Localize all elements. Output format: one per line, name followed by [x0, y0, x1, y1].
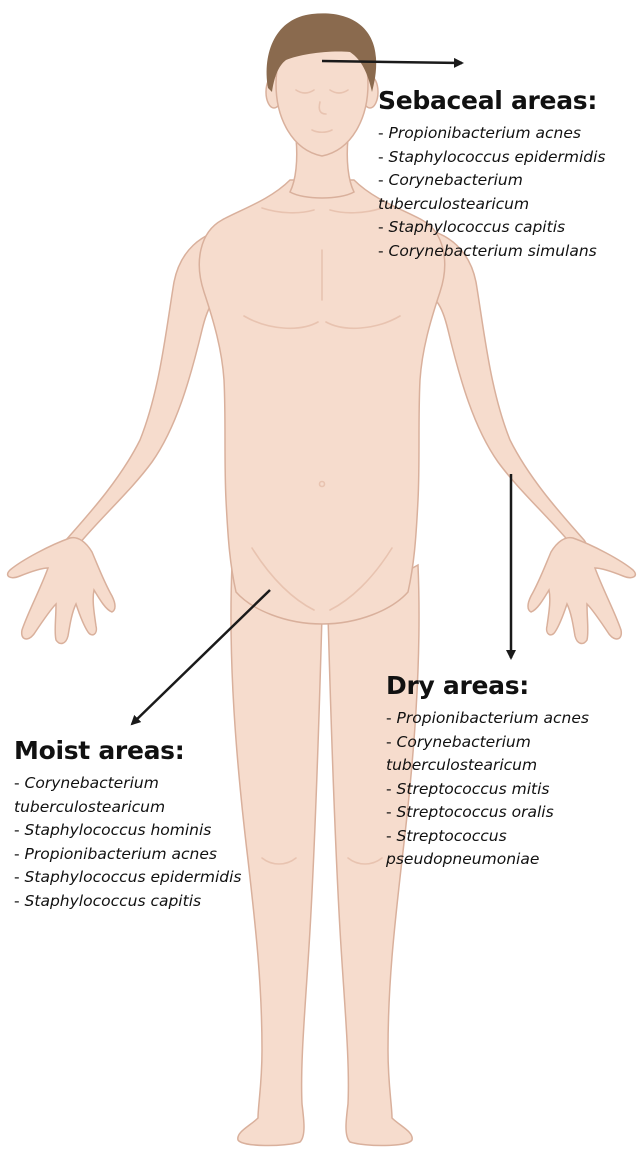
- species-name: Staphylococcus capitis: [25, 892, 202, 910]
- bullet-dash: -: [14, 845, 25, 863]
- species-item: - Streptococcus mitis: [386, 778, 589, 802]
- species-name: Propionibacterium acnes: [389, 124, 581, 142]
- bullet-dash: -: [378, 171, 389, 189]
- species-name: Propionibacterium acnes: [25, 845, 217, 863]
- species-name: Staphylococcus capitis: [389, 218, 566, 236]
- species-name: Streptococcus oralis: [397, 803, 554, 821]
- species-item: tuberculostearicum: [386, 754, 589, 778]
- species-name: Streptococcus: [397, 827, 507, 845]
- species-name: Corynebacterium simulans: [389, 242, 597, 260]
- species-name: Propionibacterium acnes: [397, 709, 589, 727]
- species-item: - Staphylococcus epidermidis: [378, 146, 606, 170]
- bullet-dash: -: [386, 780, 397, 798]
- bullet-dash: -: [378, 148, 389, 166]
- bullet-dash: -: [386, 827, 397, 845]
- species-item: - Corynebacterium: [386, 731, 589, 755]
- bullet-dash: -: [14, 774, 25, 792]
- species-item: - Staphylococcus capitis: [378, 216, 606, 240]
- species-name: Streptococcus mitis: [397, 780, 550, 798]
- dry-areas-block: Dry areas: - Propionibacterium acnes- Co…: [386, 671, 589, 872]
- species-item: - Corynebacterium: [14, 772, 242, 796]
- species-item: - Propionibacterium acnes: [14, 843, 242, 867]
- sebaceal-species-list: - Propionibacterium acnes- Staphylococcu…: [378, 122, 606, 263]
- species-name: Staphylococcus epidermidis: [25, 868, 242, 886]
- species-item: - Corynebacterium simulans: [378, 240, 606, 264]
- species-item: - Streptococcus oralis: [386, 801, 589, 825]
- species-item: - Streptococcus: [386, 825, 589, 849]
- left-hand: [8, 538, 115, 644]
- species-name: tuberculostearicum: [378, 195, 529, 213]
- species-name: tuberculostearicum: [386, 756, 537, 774]
- dry-areas-title: Dry areas:: [386, 671, 589, 701]
- dry-species-list: - Propionibacterium acnes- Corynebacteri…: [386, 707, 589, 872]
- moist-species-list: - Corynebacterium tuberculostearicum - Sta…: [14, 772, 242, 913]
- species-name: pseudopneumoniae: [386, 850, 539, 868]
- species-item: tuberculostearicum: [14, 796, 242, 820]
- bullet-dash: -: [14, 868, 25, 886]
- species-name: Staphylococcus hominis: [25, 821, 212, 839]
- species-item: - Corynebacterium: [378, 169, 606, 193]
- species-name: Corynebacterium: [397, 733, 531, 751]
- species-name: tuberculostearicum: [14, 798, 165, 816]
- species-item: - Staphylococcus capitis: [14, 890, 242, 914]
- sebaceal-areas-title: Sebaceal areas:: [378, 86, 606, 116]
- bullet-dash: -: [14, 821, 25, 839]
- species-item: - Staphylococcus epidermidis: [14, 866, 242, 890]
- species-name: Corynebacterium: [389, 171, 523, 189]
- moist-areas-title: Moist areas:: [14, 736, 242, 766]
- left-leg: [231, 565, 322, 1146]
- moist-areas-block: Moist areas: - Corynebacterium tuberculos…: [14, 736, 242, 913]
- bullet-dash: -: [386, 733, 397, 751]
- species-item: - Propionibacterium acnes: [386, 707, 589, 731]
- bullet-dash: -: [386, 803, 397, 821]
- bullet-dash: -: [378, 124, 389, 142]
- species-item: pseudopneumoniae: [386, 848, 589, 872]
- species-item: - Propionibacterium acnes: [378, 122, 606, 146]
- bullet-dash: -: [386, 709, 397, 727]
- species-name: Staphylococcus epidermidis: [389, 148, 606, 166]
- bullet-dash: -: [378, 218, 389, 236]
- sebaceal-areas-block: Sebaceal areas: - Propionibacterium acne…: [378, 86, 606, 263]
- right-hand: [528, 538, 635, 644]
- species-item: tuberculostearicum: [378, 193, 606, 217]
- species-name: Corynebacterium: [25, 774, 159, 792]
- bullet-dash: -: [378, 242, 389, 260]
- bullet-dash: -: [14, 892, 25, 910]
- species-item: - Staphylococcus hominis: [14, 819, 242, 843]
